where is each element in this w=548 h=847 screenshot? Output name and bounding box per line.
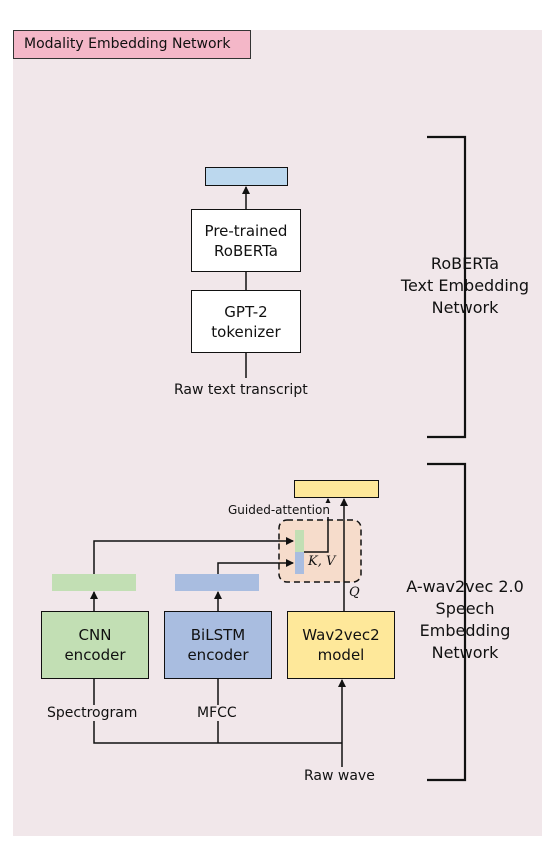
raw-text-transcript-label: Raw text transcript (174, 382, 308, 398)
diagram-background (13, 30, 542, 836)
speech-embedding-output (294, 480, 379, 498)
wav2vec2-model-box: Wav2vec2 model (287, 611, 395, 679)
cnn-encoder-box: CNN encoder (41, 611, 149, 679)
speech-network-line-3: Embedding (419, 621, 511, 640)
arrow-blue-embedding-to-attention (217, 559, 294, 574)
text-network-bracket (427, 135, 467, 439)
roberta-line-2: RoBERTa (214, 241, 278, 260)
tokenizer-line-2: tokenizer (211, 322, 281, 341)
text-network-line-2: Text Embedding (400, 276, 530, 295)
speech-network-line-4: Network (431, 643, 499, 662)
speech-network-line-1: A-wav2vec 2.0 (406, 577, 524, 596)
q-label: Q (349, 585, 360, 600)
green-embedding (52, 574, 136, 591)
guided-attention-region (278, 519, 362, 583)
speech-network-bracket (427, 462, 467, 782)
attention-key-bar-blue (295, 552, 304, 574)
tokenizer-line-1: GPT-2 (224, 302, 268, 321)
blue-embedding (175, 574, 259, 591)
speech-network-label: A-wav2vec 2.0 Speech Embedding Network (380, 576, 548, 664)
kv-label: K, V (308, 554, 336, 569)
spectrogram-label: Spectrogram (47, 705, 138, 721)
speech-network-line-2: Speech (435, 599, 495, 618)
text-embedding-output (205, 167, 288, 186)
bilstm-encoder-box: BiLSTM encoder (164, 611, 272, 679)
arrow-green-embedding-to-attention (93, 537, 294, 574)
text-network-line-3: Network (431, 298, 499, 317)
text-network-label: RoBERTa Text Embedding Network (380, 253, 548, 319)
text-network-line-1: RoBERTa (430, 254, 500, 273)
cnn-line-1: CNN (78, 626, 112, 644)
spectrogram-input-line (93, 678, 342, 744)
roberta-model-box: Pre-trained RoBERTa (191, 209, 301, 272)
bilstm-line-2: encoder (187, 646, 249, 664)
guided-attention-label: Guided-attention (226, 503, 332, 517)
roberta-line-1: Pre-trained (204, 221, 288, 240)
mfcc-label: MFCC (197, 705, 237, 721)
diagram-title-tag: Modality Embedding Network (13, 30, 251, 59)
wav2vec-line-1: Wav2vec2 (302, 626, 380, 644)
attention-key-bar-green (295, 530, 304, 552)
wav2vec-line-2: model (317, 646, 365, 664)
gpt2-tokenizer-box: GPT-2 tokenizer (191, 290, 301, 353)
bilstm-line-1: BiLSTM (190, 626, 246, 644)
raw-wave-label: Raw wave (304, 768, 375, 784)
cnn-line-2: encoder (64, 646, 126, 664)
